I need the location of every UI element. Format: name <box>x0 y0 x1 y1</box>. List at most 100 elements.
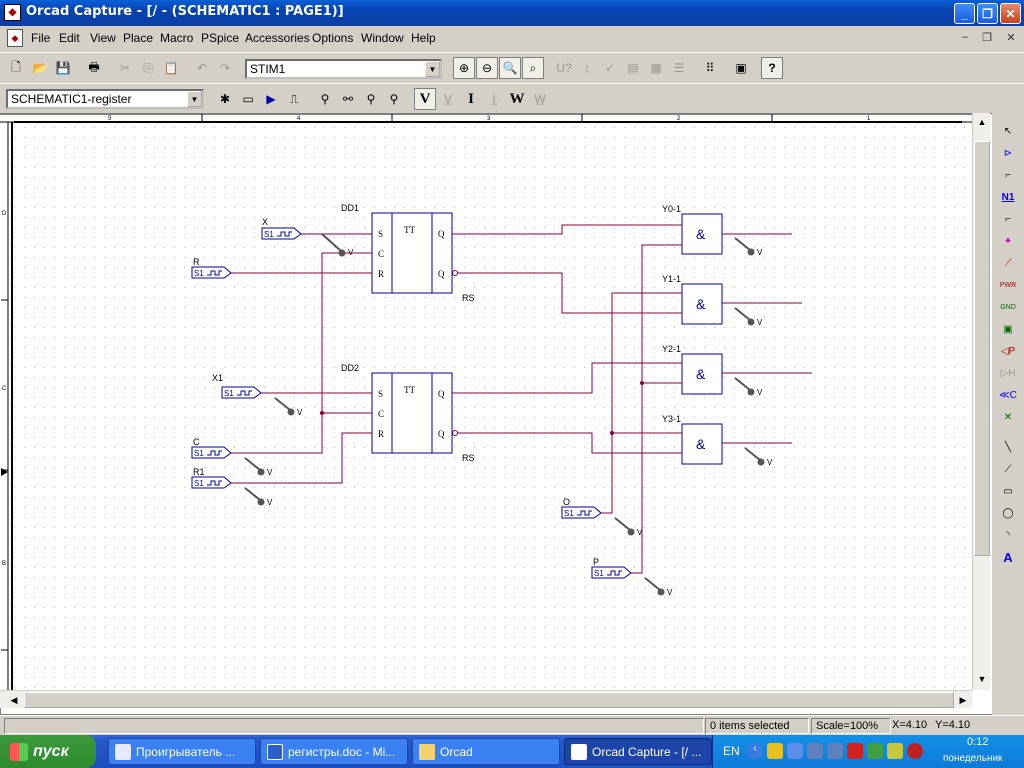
place-wire-icon[interactable]: ⌐ <box>1005 169 1011 181</box>
cross-reference-icon[interactable]: ▦ <box>650 61 662 75</box>
orcad-app-icon[interactable]: ◆ <box>4 4 21 21</box>
zoom-area-icon[interactable]: 🔍 <box>499 57 521 79</box>
copy-icon[interactable]: ⎘ <box>143 60 153 75</box>
print-icon[interactable]: 🖶 <box>88 59 100 74</box>
save-icon[interactable]: 💾 <box>55 61 71 75</box>
place-rectangle-icon[interactable]: ▭ <box>1003 485 1013 497</box>
horizontal-scrollbar[interactable]: ◀ ▶ <box>0 690 972 708</box>
power-probe-icon[interactable]: ⚲ <box>389 92 399 106</box>
menu-view[interactable]: View <box>90 31 116 45</box>
place-hierarchical-block-icon[interactable]: ▣ <box>1003 323 1013 335</box>
power-differential-icon[interactable]: W̲ <box>534 92 546 106</box>
firewall-icon[interactable] <box>907 743 923 759</box>
back-annotate-icon[interactable]: ↕ <box>584 61 590 75</box>
menu-help[interactable]: Help <box>411 31 436 45</box>
menu-edit[interactable]: Edit <box>59 31 80 45</box>
place-port-icon[interactable]: ◁P <box>1000 345 1016 357</box>
chevron-left-icon[interactable]: ‹ <box>747 743 763 759</box>
zoom-in-icon[interactable]: ⊕ <box>453 57 475 79</box>
menu-place[interactable]: Place <box>123 31 154 45</box>
annotate-icon[interactable]: U? <box>556 61 572 75</box>
voltage-display-button[interactable]: V <box>414 88 436 110</box>
scroll-down-icon[interactable]: ▼ <box>977 674 987 684</box>
network-icon[interactable] <box>807 743 823 759</box>
voltage-probes[interactable]: V V V V V V V V V V <box>244 233 773 597</box>
place-no-connect-icon[interactable]: ✕ <box>1003 411 1013 423</box>
place-pin-icon[interactable]: ▷H <box>1000 367 1016 379</box>
zoom-out-icon[interactable]: ⊖ <box>476 57 498 79</box>
minimize-button[interactable]: _ <box>954 3 975 24</box>
and-gate-y0[interactable]: & Y0-1 <box>662 204 723 255</box>
menu-options[interactable]: Options <box>312 31 354 45</box>
antivirus-icon[interactable] <box>847 743 863 759</box>
edit-simulation-icon[interactable]: ▭ <box>242 92 254 106</box>
taskbar-item-orcad-folder[interactable]: Orcad <box>412 738 560 765</box>
horizontal-scroll-thumb[interactable] <box>24 692 954 708</box>
menu-pspice[interactable]: PSpice <box>201 31 240 45</box>
vertical-scroll-thumb[interactable] <box>974 141 990 556</box>
mdi-close-button[interactable]: ✕ <box>1006 32 1016 44</box>
current-display-button[interactable]: I <box>468 90 474 107</box>
place-text-icon[interactable]: A <box>1003 549 1013 565</box>
wires[interactable] <box>231 224 812 574</box>
project-manager-icon[interactable]: ▣ <box>735 61 747 75</box>
language-indicator[interactable]: EN <box>723 744 740 758</box>
zoom-all-icon[interactable]: ⌕ <box>522 57 544 79</box>
mdi-minimize-button[interactable]: – <box>961 31 969 43</box>
and-gate-y3[interactable]: & Y3-1 <box>662 414 723 465</box>
select-icon[interactable]: ↖ <box>1003 125 1013 137</box>
menu-accessories[interactable]: Accessories <box>245 31 310 45</box>
stimulus-x[interactable]: S1 X <box>261 217 302 240</box>
view-results-icon[interactable]: ⎍ <box>289 91 299 106</box>
current-differential-icon[interactable]: I̲ <box>492 92 496 106</box>
schematic-canvas[interactable]: 5 4 3 2 1 D C B <box>0 113 972 690</box>
chevron-down-icon[interactable]: ▼ <box>425 61 440 77</box>
flipflop-dd2[interactable]: DD2 TT S C R Q Q RS <box>341 363 475 463</box>
menu-macro[interactable]: Macro <box>160 31 194 45</box>
mdi-restore-button[interactable]: ❐ <box>982 32 992 44</box>
stimulus-x1[interactable]: S1 X1 <box>212 373 262 399</box>
stimulus-o[interactable]: S1 O <box>561 497 602 519</box>
taskbar-item-word[interactable]: регистры.doc - Mi... <box>260 738 408 765</box>
place-arc-icon[interactable]: ◝ <box>1006 529 1010 541</box>
and-gate-y2[interactable]: & Y2-1 <box>662 344 723 395</box>
start-button[interactable]: пуск <box>0 735 96 768</box>
place-line-icon[interactable]: ╲ <box>1004 441 1012 453</box>
undo-icon[interactable]: ↶ <box>196 61 208 75</box>
vertical-scrollbar[interactable]: ▲ ▼ <box>972 113 990 690</box>
snap-to-grid-icon[interactable]: ⠿ <box>705 61 715 75</box>
close-button[interactable]: ✕ <box>1000 3 1021 24</box>
maximize-button[interactable]: ❐ <box>977 3 998 24</box>
place-net-alias-icon[interactable]: N1 <box>1001 191 1015 203</box>
place-ground-icon[interactable]: GND <box>1000 303 1016 311</box>
bill-of-materials-icon[interactable]: ☰ <box>673 61 685 75</box>
open-icon[interactable]: 📂 <box>32 61 48 75</box>
place-polyline-icon[interactable]: ⟋ <box>1004 463 1012 475</box>
stimulus-r[interactable]: S1 R <box>191 257 232 279</box>
redo-icon[interactable]: ↷ <box>219 61 231 75</box>
place-bus-entry-icon[interactable]: ⟋ <box>1004 257 1012 269</box>
voltage-differential-icon[interactable]: V̲ <box>443 92 452 106</box>
cut-icon[interactable]: ✂ <box>119 61 131 75</box>
network-icon[interactable] <box>827 743 843 759</box>
place-part-icon[interactable]: ⊳ <box>1003 147 1013 159</box>
stimulus-p[interactable]: S1 P <box>591 557 632 579</box>
current-probe-icon[interactable]: ⚲ <box>366 92 376 106</box>
voltage-probe-icon[interactable]: ⚲ <box>320 92 330 106</box>
bluetooth-icon[interactable] <box>787 743 803 759</box>
place-ellipse-icon[interactable]: ◯ <box>1002 507 1014 519</box>
help-icon[interactable]: ? <box>761 57 783 79</box>
taskbar-item-orcad-capture[interactable]: Orcad Capture - [/ ... <box>564 738 712 765</box>
place-bus-icon[interactable]: ⌐ <box>1005 213 1011 225</box>
schematic-combo[interactable]: SCHEMATIC1-register▼ <box>6 89 204 109</box>
differential-probe-icon[interactable]: ⚯ <box>342 92 354 106</box>
menu-file[interactable]: File <box>31 31 51 45</box>
document-icon[interactable]: ◆ <box>7 29 23 47</box>
scroll-left-icon[interactable]: ◀ <box>10 695 18 705</box>
update-icon[interactable] <box>867 743 883 759</box>
new-simulation-icon[interactable]: ✱ <box>219 92 231 106</box>
place-offpage-connector-icon[interactable]: ≪C <box>999 389 1017 401</box>
paste-icon[interactable]: 📋 <box>163 61 179 75</box>
flipflop-dd1[interactable]: DD1 TT S C R Q Q RS <box>341 203 475 303</box>
stimulus-c[interactable]: S1 C <box>191 437 232 459</box>
